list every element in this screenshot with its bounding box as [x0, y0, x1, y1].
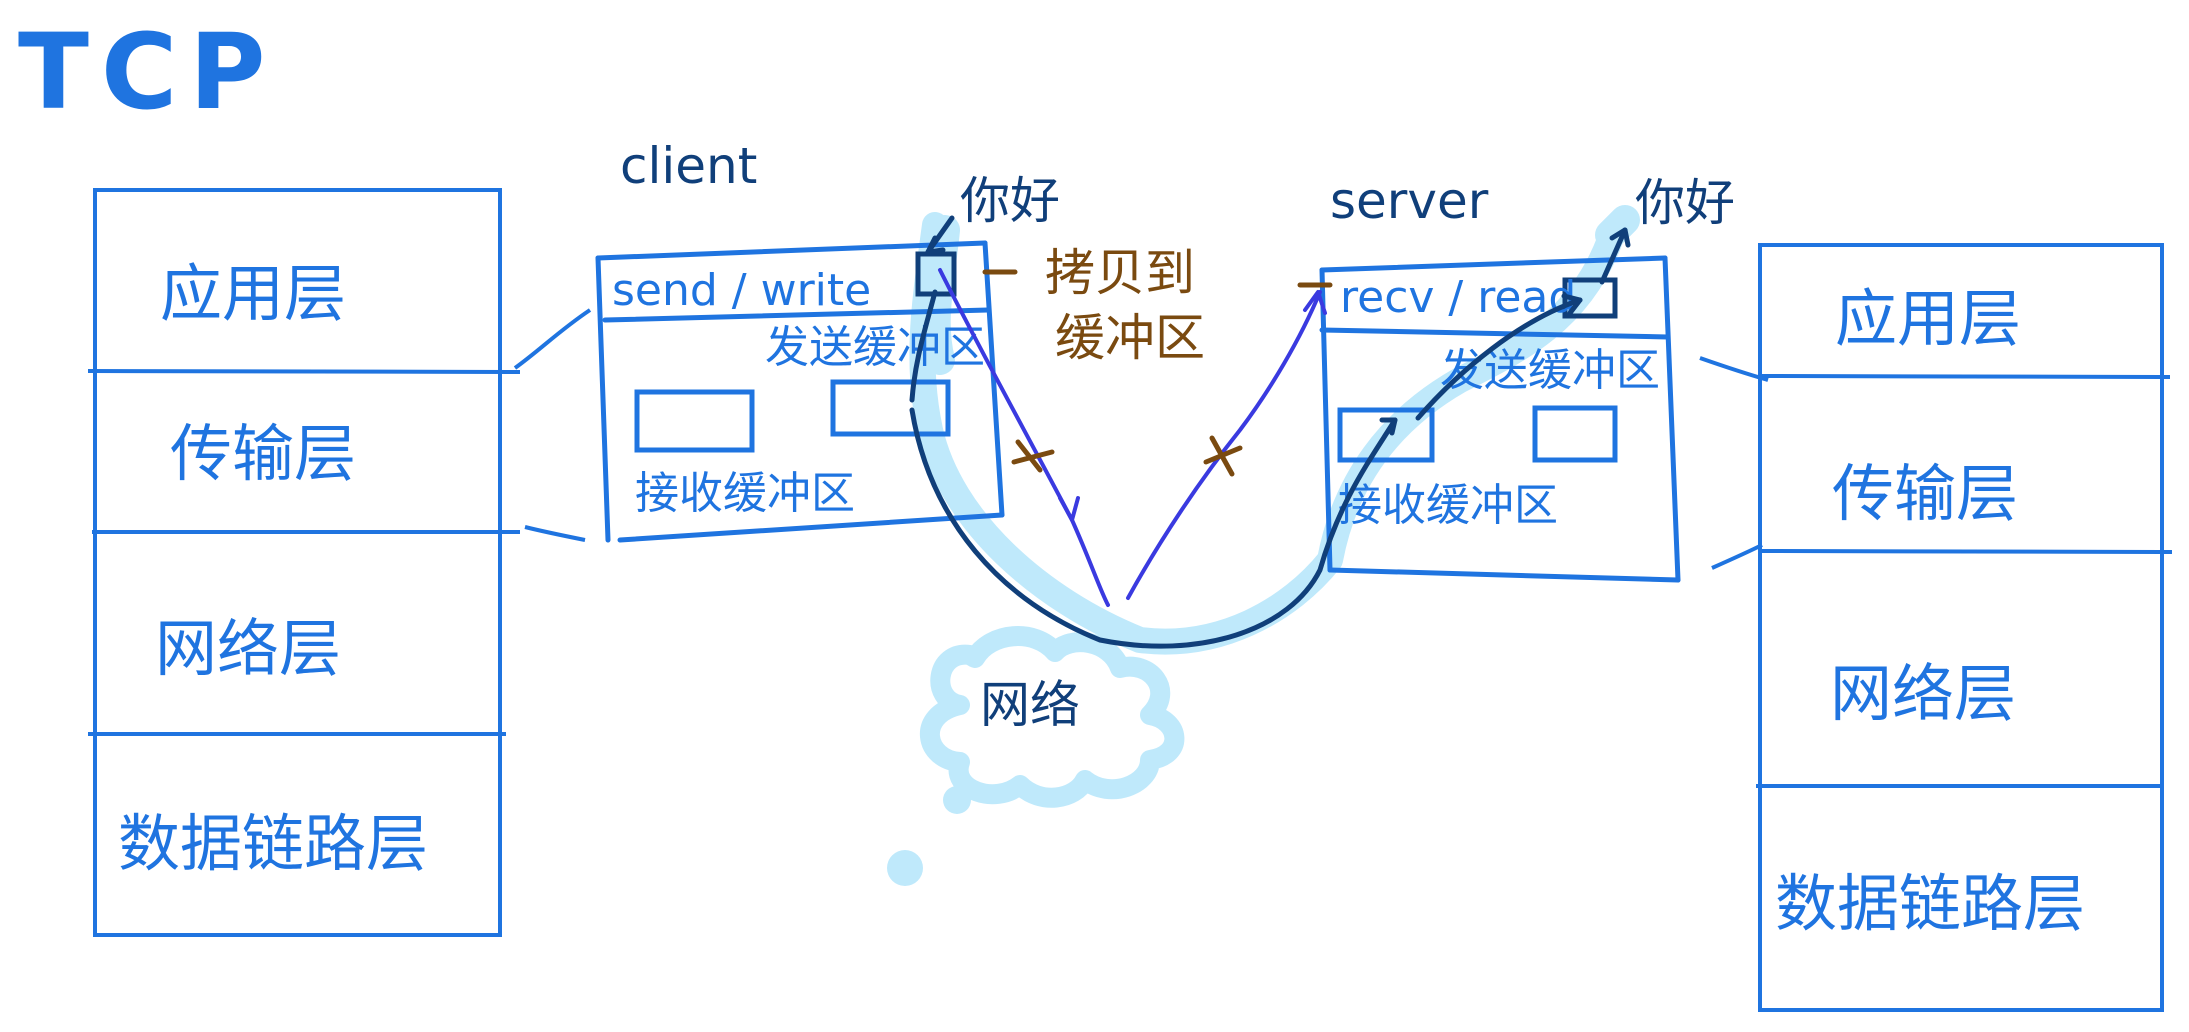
server-recv-slot: [1337, 407, 1435, 463]
send-down-arrowhead: [1058, 496, 1080, 522]
cloud-bubble-small: [887, 850, 923, 886]
cross-mark-left-b: [1011, 449, 1055, 465]
server-message: 你好: [1635, 174, 1735, 232]
server-copy-arrow: [1415, 297, 1583, 421]
left-layer-transport: 传输层: [170, 417, 356, 490]
left-layer-network: 网络层: [155, 612, 341, 685]
server-send-slot: [1532, 405, 1618, 463]
recv-up-path: [1126, 290, 1322, 600]
server-box-api-divider: [1319, 327, 1671, 340]
right-layer-network: 网络层: [1830, 657, 2016, 730]
client-recv-buffer-label: 接收缓冲区: [635, 468, 855, 519]
left-stack-frame: [93, 188, 502, 937]
copy-note-line1: 拷贝到: [1045, 244, 1195, 302]
client-to-stack-connector-bottom: [524, 525, 586, 542]
cross-mark-right-b: [1203, 445, 1243, 465]
send-down-path: [938, 268, 1110, 607]
client-call-label: send / write: [612, 265, 871, 316]
right-stack-divider-1: [1759, 374, 2171, 379]
right-stack: [1756, 243, 2173, 1012]
right-layer-datalink: 数据链路层: [1775, 867, 2085, 940]
purple-flow: [938, 268, 1327, 607]
right-stack-divider-2: [1759, 549, 2173, 554]
cross-mark-icon: [1011, 435, 1243, 477]
highlight-path: [909, 212, 1623, 655]
highlight-server-dot: [1595, 205, 1640, 250]
client-send-slot: [830, 379, 951, 437]
server-box-bottom: [1327, 567, 1681, 583]
server-recv-buffer-label: 接收缓冲区: [1338, 480, 1558, 531]
arrow-head-server-message: [1609, 227, 1631, 248]
server-to-stack-connector-top: [1699, 356, 1769, 382]
arrow-head-client-message: [925, 235, 946, 255]
copy-note-line2: 缓冲区: [1055, 309, 1205, 367]
cloud-icon: [887, 626, 1185, 886]
server-box-top: [1319, 255, 1668, 273]
server-label: server: [1330, 172, 1489, 230]
client-recv-slot: [634, 389, 755, 453]
server-box-right: [1662, 255, 1681, 583]
client-box-right: [982, 240, 1005, 518]
recv-up-arrowhead: [1303, 290, 1327, 315]
arrow-head-icon: [925, 227, 1631, 436]
client-box: [595, 240, 1005, 543]
client-copy-arrow: [909, 289, 938, 403]
server-call-label: recv / read: [1340, 272, 1576, 323]
server-message-arrow: [1599, 227, 1628, 285]
cloud-outline: [920, 626, 1185, 808]
client-box-api-divider: [602, 307, 991, 323]
left-stack-divider-1: [87, 369, 521, 374]
client-message: 你好: [960, 172, 1060, 230]
right-layer-application: 应用层: [1835, 282, 2021, 355]
network-label: 网络: [980, 676, 1080, 734]
client-box-bottom: [617, 512, 1005, 543]
client-box-left: [595, 255, 611, 543]
page-title: TCP: [18, 11, 278, 133]
right-stack-frame: [1758, 243, 2164, 1012]
left-layer-datalink: 数据链路层: [118, 807, 428, 880]
client-box-top: [595, 240, 988, 261]
client-to-stack-connector-top: [513, 308, 592, 370]
right-layer-transport: 传输层: [1832, 457, 2018, 530]
client-send-buffer-label: 发送缓冲区: [765, 322, 985, 373]
arrow-head-server-copy: [1561, 293, 1583, 316]
server-box-left: [1319, 267, 1333, 573]
left-layer-application: 应用层: [160, 257, 346, 330]
server-to-stack-connector-bottom: [1711, 543, 1763, 570]
client-label: client: [620, 137, 757, 195]
arrow-head-network: [1379, 417, 1398, 436]
server-send-buffer-label: 发送缓冲区: [1440, 345, 1660, 396]
cloud-bubble-large: [943, 786, 971, 814]
left-stack: [87, 188, 521, 937]
network-transfer-curve: [909, 407, 1398, 649]
